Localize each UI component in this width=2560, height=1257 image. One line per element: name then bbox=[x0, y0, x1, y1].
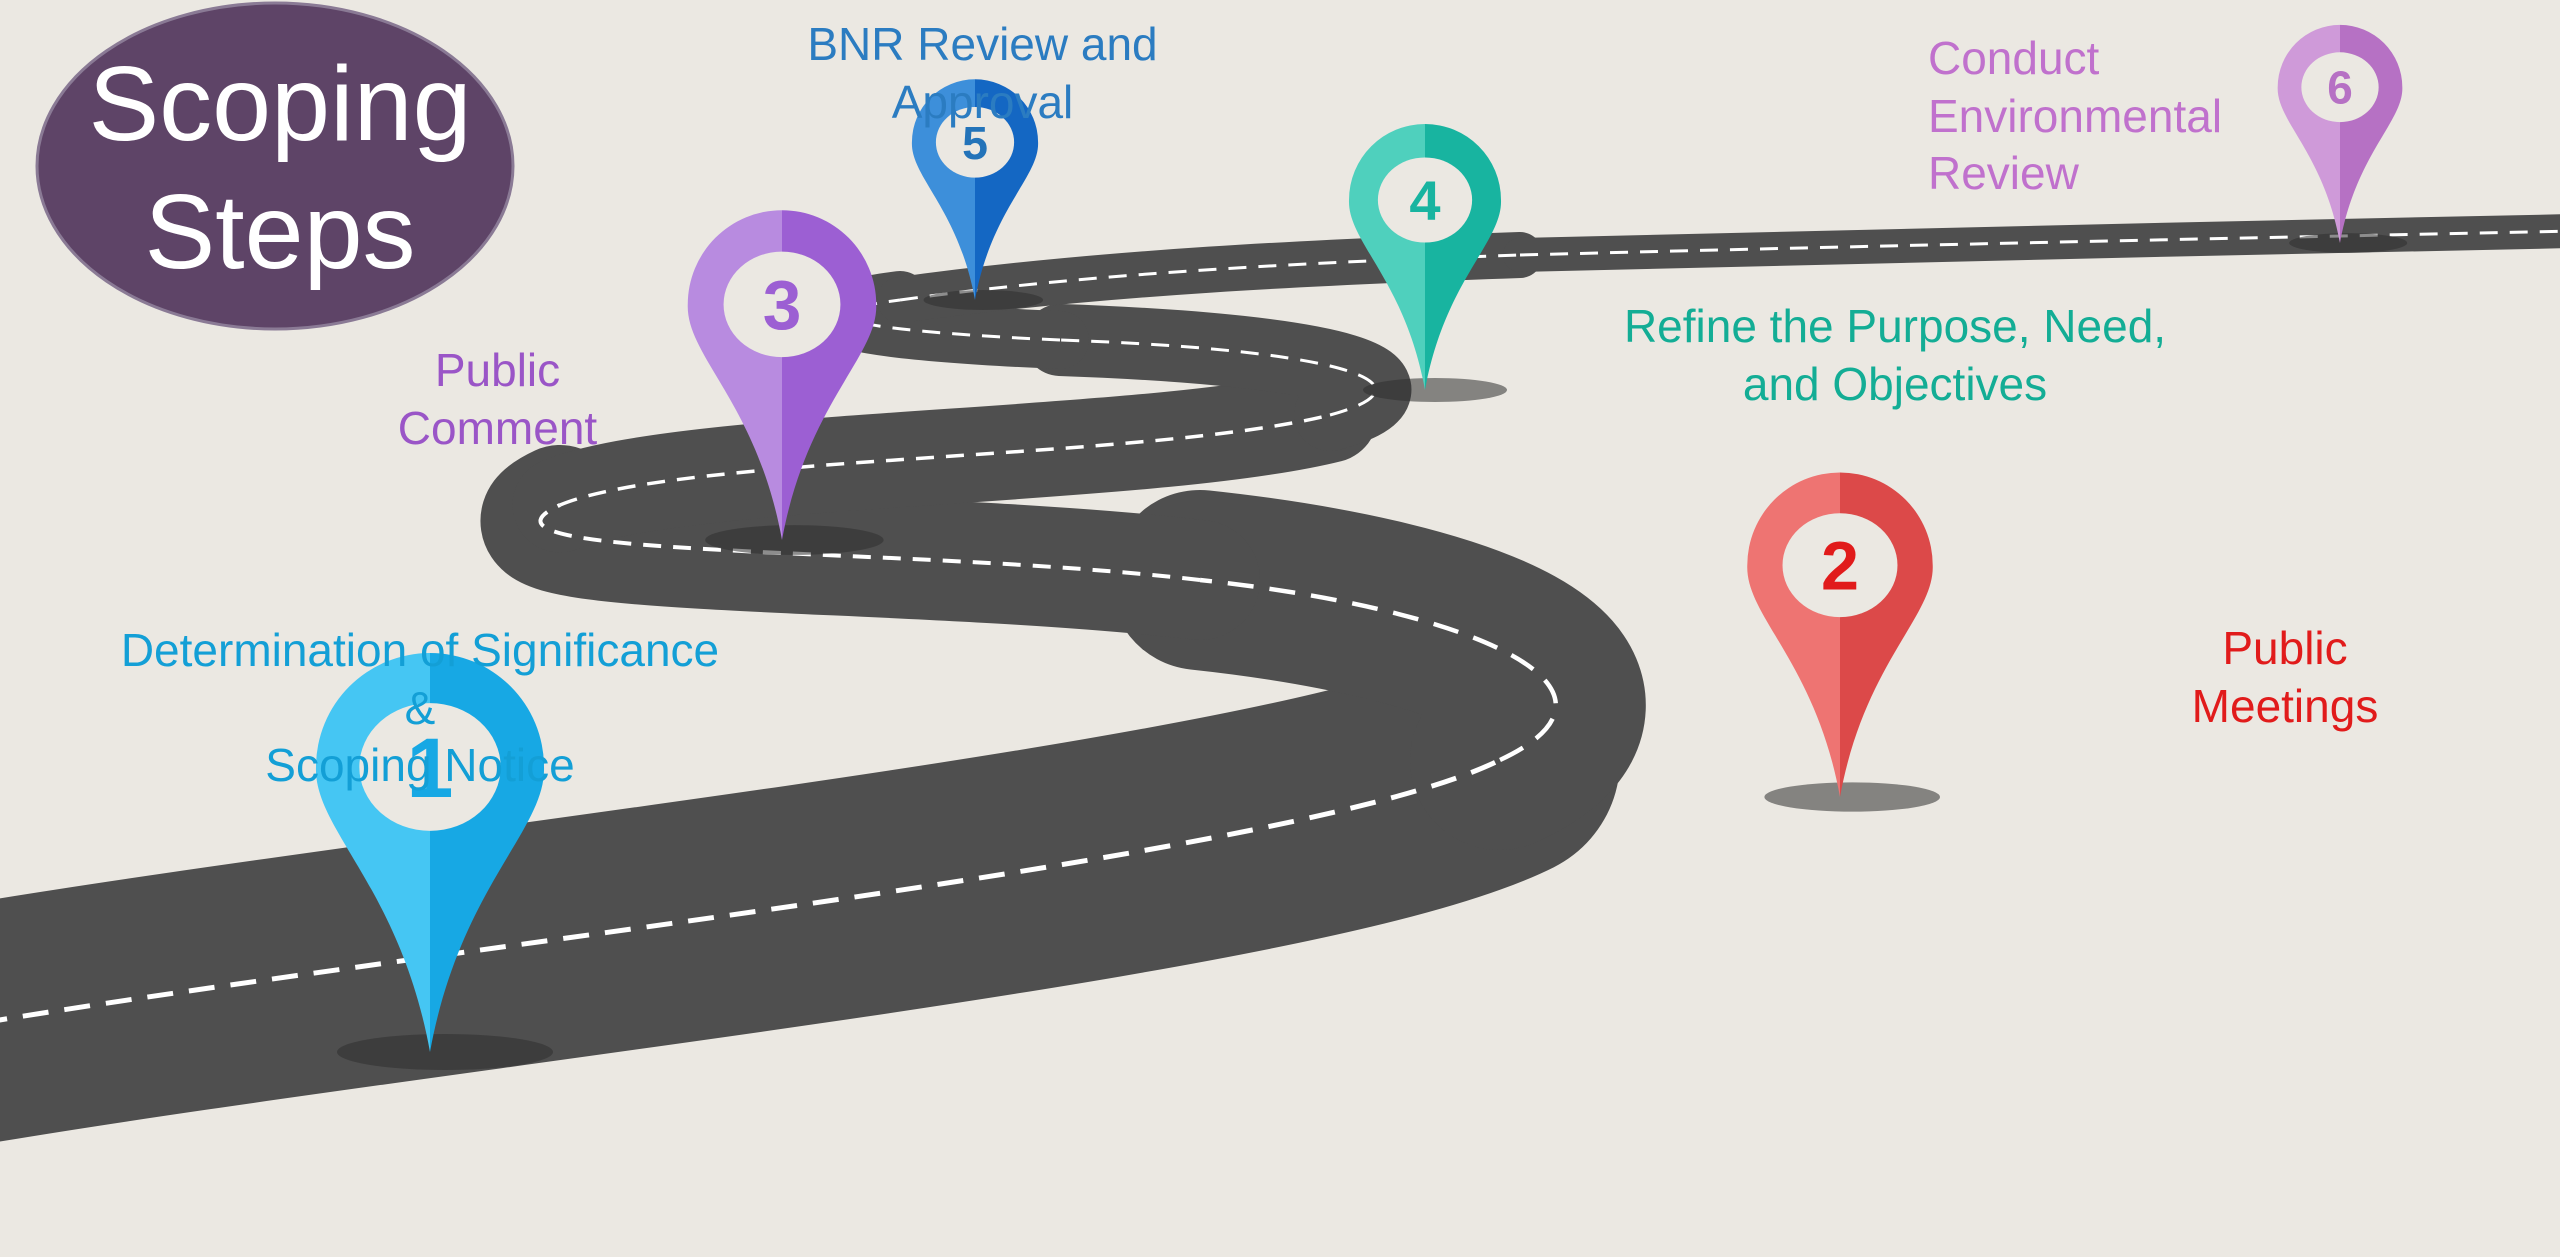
step-5-label-line-2: Approval bbox=[891, 75, 1074, 128]
step-1-label-line-1: Determination of Significance bbox=[120, 624, 720, 676]
road-center-dash bbox=[1519, 229, 2560, 257]
step-pins: 1 2 3 4 5 6 bbox=[315, 24, 2403, 1052]
road-center-dash bbox=[1059, 338, 1377, 417]
step-1-pin-shadow bbox=[337, 1034, 553, 1070]
step-2-pin-hole bbox=[1782, 513, 1898, 618]
title-line-1: Scoping bbox=[88, 45, 471, 163]
step-3-pin-shadow bbox=[705, 525, 884, 555]
step-3-label-line-1: Public bbox=[434, 344, 561, 396]
road-segment bbox=[0, 640, 1620, 1142]
step-5-label: BNR Review and Approval bbox=[760, 16, 1205, 131]
step-3-label-line-2: Comment bbox=[397, 401, 598, 454]
title-line-2: Steps bbox=[144, 173, 415, 291]
title-ellipse bbox=[35, 1, 515, 331]
step-5-number: 5 bbox=[962, 117, 988, 169]
step-6-pin-hole bbox=[2301, 52, 2379, 123]
step-3-number: 3 bbox=[763, 266, 802, 344]
step-1-pin-hole bbox=[359, 703, 501, 831]
road-center-dash bbox=[1199, 577, 1558, 763]
step-2-number: 2 bbox=[1821, 529, 1859, 605]
step-2-pin: 2 bbox=[1747, 472, 1933, 797]
step-3-label: Public Comment bbox=[355, 342, 640, 457]
step-5-pin: 5 bbox=[911, 79, 1039, 300]
step-1-number: 1 bbox=[407, 721, 454, 815]
winding-road bbox=[0, 214, 2560, 1142]
step-1-pin: 1 bbox=[315, 653, 545, 1052]
step-2-label-line-1: Public bbox=[2222, 622, 2348, 674]
step-6-label-line-2: Environmental bbox=[1928, 89, 2223, 142]
road-center-dash bbox=[0, 757, 1502, 1023]
step-4-pin-shadow bbox=[1363, 378, 1507, 402]
step-6-number: 6 bbox=[2327, 62, 2353, 114]
step-2-label-line-2: Meetings bbox=[2191, 679, 2379, 732]
road-center-dash bbox=[899, 253, 1521, 302]
step-6-label-line-3: Review bbox=[1928, 147, 2079, 199]
title-badge: Scoping Steps bbox=[35, 1, 515, 331]
step-5-label-line-1: BNR Review and bbox=[807, 18, 1158, 70]
step-2-pin-shadow bbox=[1764, 782, 1941, 812]
step-1-label-line-2: & bbox=[404, 681, 436, 734]
step-3-pin-hole bbox=[723, 251, 841, 358]
step-4-label-line-2: and Objectives bbox=[1742, 357, 2048, 410]
road-center-dash bbox=[559, 413, 1331, 507]
pin-shadows bbox=[337, 233, 2408, 1070]
road-center-dash bbox=[538, 503, 1201, 582]
step-1-label-line-3: Scoping Notice bbox=[265, 739, 575, 791]
step-4-pin-hole bbox=[1377, 157, 1473, 243]
step-6-label: Conduct Environmental Review bbox=[1928, 30, 2268, 203]
step-4-pin: 4 bbox=[1348, 124, 1502, 390]
step-4-label: Refine the Purpose, Need, and Objectives bbox=[1575, 298, 2215, 413]
step-3-pin: 3 bbox=[687, 210, 877, 541]
step-2-label: Public Meetings bbox=[2150, 620, 2420, 735]
step-6-label-line-1: Conduct bbox=[1928, 32, 2100, 84]
step-1-label: Determination of Significance & Scoping … bbox=[60, 622, 780, 795]
step-4-number: 4 bbox=[1409, 169, 1440, 232]
step-6-pin: 6 bbox=[2277, 24, 2403, 244]
step-4-label-line-1: Refine the Purpose, Need, bbox=[1623, 300, 2167, 352]
step-5-pin-hole bbox=[935, 106, 1015, 178]
step-6-pin-shadow bbox=[2289, 233, 2408, 253]
step-5-pin-shadow bbox=[923, 290, 1044, 310]
